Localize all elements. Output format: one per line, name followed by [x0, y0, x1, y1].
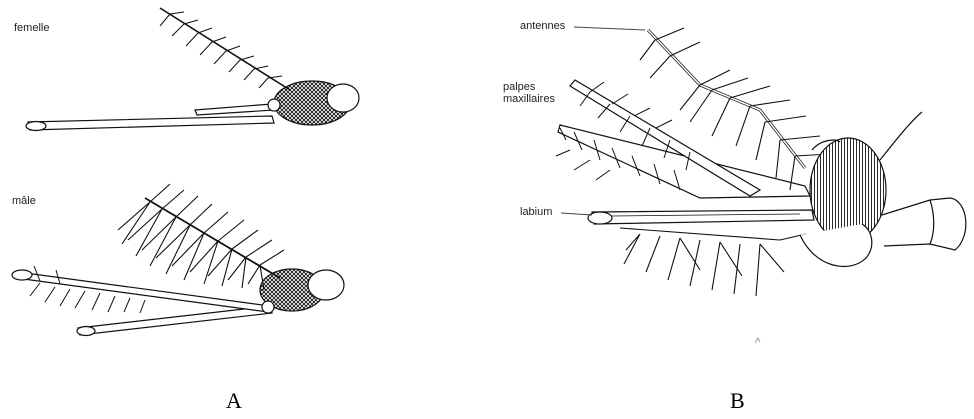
- panel-b-caption: B: [730, 388, 745, 414]
- female-label: femelle: [14, 23, 49, 35]
- male-label: mâle: [12, 196, 36, 208]
- palps-label-line1: palpes: [503, 82, 535, 94]
- head-lateral-drawing: [556, 28, 966, 296]
- labium-label: labium: [520, 207, 552, 219]
- panel-a-caption: A: [226, 388, 242, 414]
- antennae-label: antennes: [520, 21, 565, 33]
- palps-label-line2: maxillaires: [503, 94, 555, 106]
- stray-mark: [755, 338, 760, 343]
